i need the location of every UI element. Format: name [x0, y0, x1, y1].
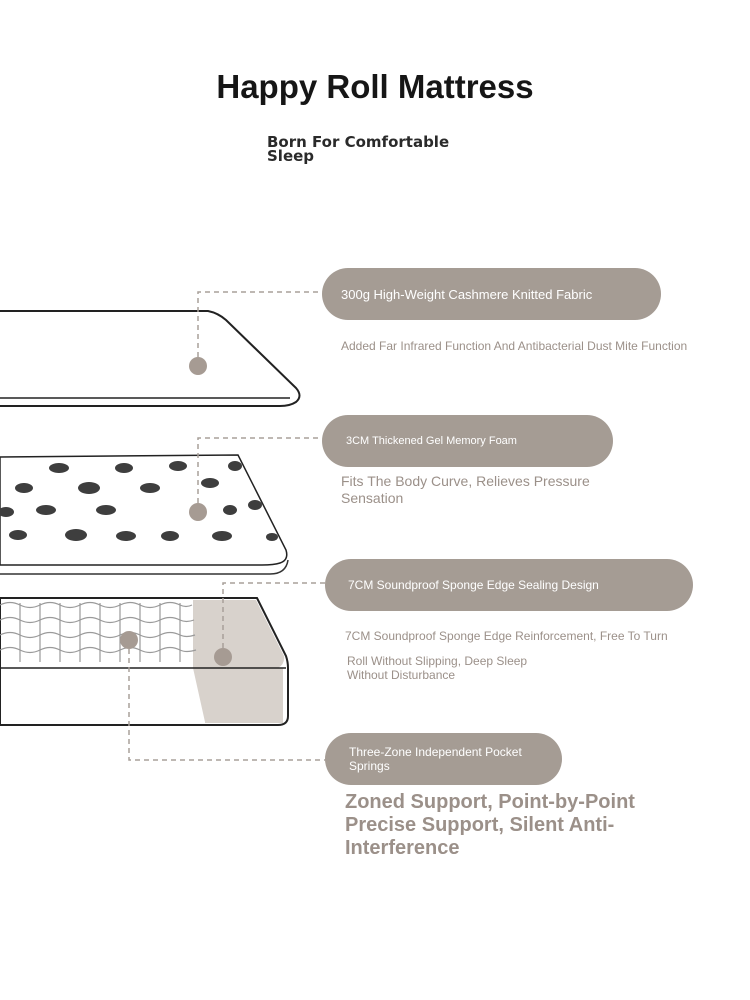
- layer-label-pill-foam: 3CM Thickened Gel Memory Foam: [322, 415, 613, 467]
- layer-markers: [120, 357, 232, 666]
- layer-description-fabric: Added Far Infrared Function And Antibact…: [341, 339, 688, 353]
- layer-description-sponge-edge-2: Roll Without Slipping, Deep Sleep Withou…: [347, 654, 528, 682]
- foam-dots: [0, 461, 278, 541]
- fabric-layer: [0, 310, 301, 407]
- marker-sponge-edge: [214, 648, 232, 666]
- layer-label-springs: Three-Zone Independent Pocket Springs: [349, 745, 522, 773]
- spring-base-layer: [0, 597, 289, 726]
- layer-label-pill-springs: Three-Zone Independent Pocket Springs: [325, 733, 562, 785]
- marker-springs: [120, 631, 138, 649]
- layer-label-pill-sponge-edge: 7CM Soundproof Sponge Edge Sealing Desig…: [325, 559, 693, 611]
- memory-foam-layer: [0, 454, 289, 575]
- page-subtitle: Born For Comfortable Sleep: [267, 133, 450, 165]
- marker-fabric: [189, 357, 207, 375]
- layer-label-foam: 3CM Thickened Gel Memory Foam: [346, 435, 517, 447]
- layer-description-foam: Fits The Body Curve, Relieves Pressure S…: [341, 473, 590, 506]
- layer-label-sponge-edge: 7CM Soundproof Sponge Edge Sealing Desig…: [348, 578, 599, 592]
- marker-foam: [189, 503, 207, 521]
- pocket-springs: [0, 601, 197, 662]
- page-title: Happy Roll Mattress: [216, 68, 534, 105]
- layer-label-fabric: 300g High-Weight Cashmere Knitted Fabric: [341, 286, 593, 302]
- layer-label-pill-fabric: 300g High-Weight Cashmere Knitted Fabric: [322, 268, 661, 320]
- layer-description-springs: Zoned Support, Point-by-Point Precise Su…: [345, 791, 635, 859]
- layer-description-sponge-edge: 7CM Soundproof Sponge Edge Reinforcement…: [345, 629, 668, 643]
- leader-lines: [128, 291, 325, 761]
